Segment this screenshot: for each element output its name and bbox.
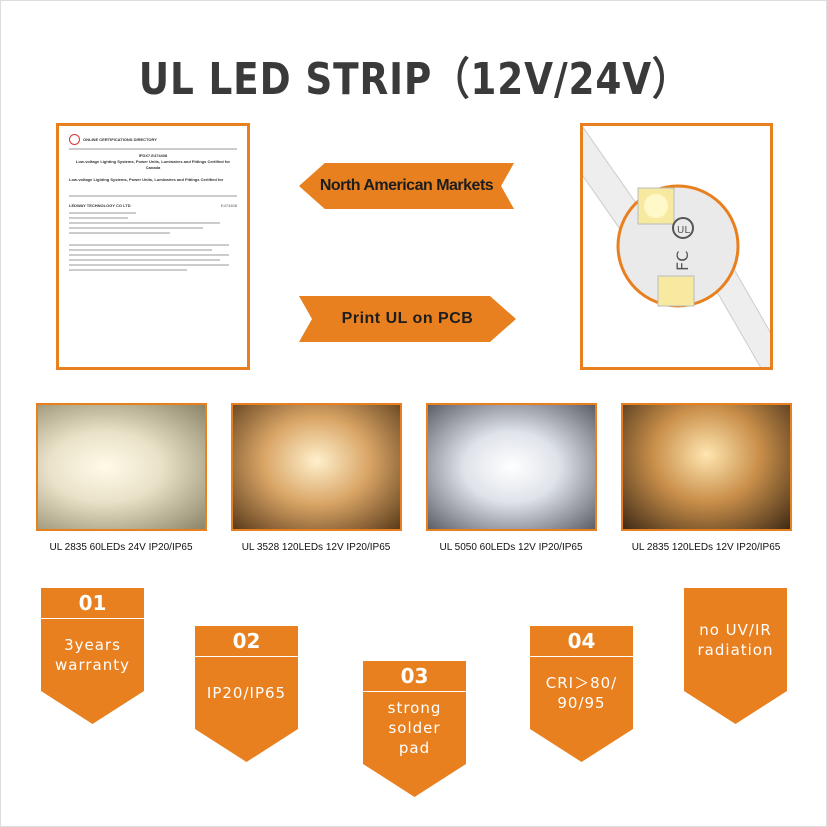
- feature-text: CRI＞80/ 90/95: [530, 657, 633, 729]
- product-photo-3: [426, 403, 597, 531]
- feature-number: 02: [195, 626, 298, 657]
- feature-number: 04: [530, 626, 633, 657]
- print-ul-on-pcb-banner: Print UL on PCB: [299, 296, 516, 342]
- led-strip-image: [428, 405, 595, 529]
- led-strip-image: [623, 405, 790, 529]
- product-photo-2: [231, 403, 402, 531]
- product-caption-4: UL 2835 120LEDs 12V IP20/IP65: [631, 542, 781, 553]
- ul-logo-icon: [69, 134, 80, 145]
- svg-text:FC: FC: [673, 251, 692, 271]
- feature-text: strong solder pad: [363, 692, 466, 764]
- feature-badge-ip-rating: 02 IP20/IP65: [195, 626, 298, 762]
- led-strip-image: [38, 405, 205, 529]
- product-caption-2: UL 3528 120LEDs 12V IP20/IP65: [241, 542, 391, 553]
- pcb-ul-print-image: UL FC: [554, 119, 788, 376]
- product-photo-4: [621, 403, 792, 531]
- product-caption-3: UL 5050 60LEDs 12V IP20/IP65: [439, 542, 583, 553]
- feature-text: 3years warranty: [41, 619, 144, 691]
- feature-number: 01: [41, 588, 144, 619]
- feature-text: no UV/IR radiation: [684, 588, 787, 691]
- product-caption-1: UL 2835 60LEDs 24V IP20/IP65: [49, 542, 193, 553]
- feature-badge-solder-pad: 03 strong solder pad: [363, 661, 466, 797]
- north-american-markets-banner: North American Markets: [299, 163, 514, 209]
- feature-badge-cri: 04 CRI＞80/ 90/95: [530, 626, 633, 762]
- led-strip-image: [233, 405, 400, 529]
- feature-text: IP20/IP65: [195, 657, 298, 729]
- ul-certificate-image: ONLINE CERTIFICATIONS DIRECTORY IFDX7.E4…: [56, 123, 250, 370]
- feature-badge-warranty: 01 3years warranty: [41, 588, 144, 724]
- svg-text:UL: UL: [677, 225, 690, 236]
- product-photo-1: [36, 403, 207, 531]
- feature-badge-no-uv-ir: no UV/IR radiation: [684, 588, 787, 724]
- feature-number: 03: [363, 661, 466, 692]
- page-title: UL LED STRIP（12V/24V）: [138, 54, 691, 105]
